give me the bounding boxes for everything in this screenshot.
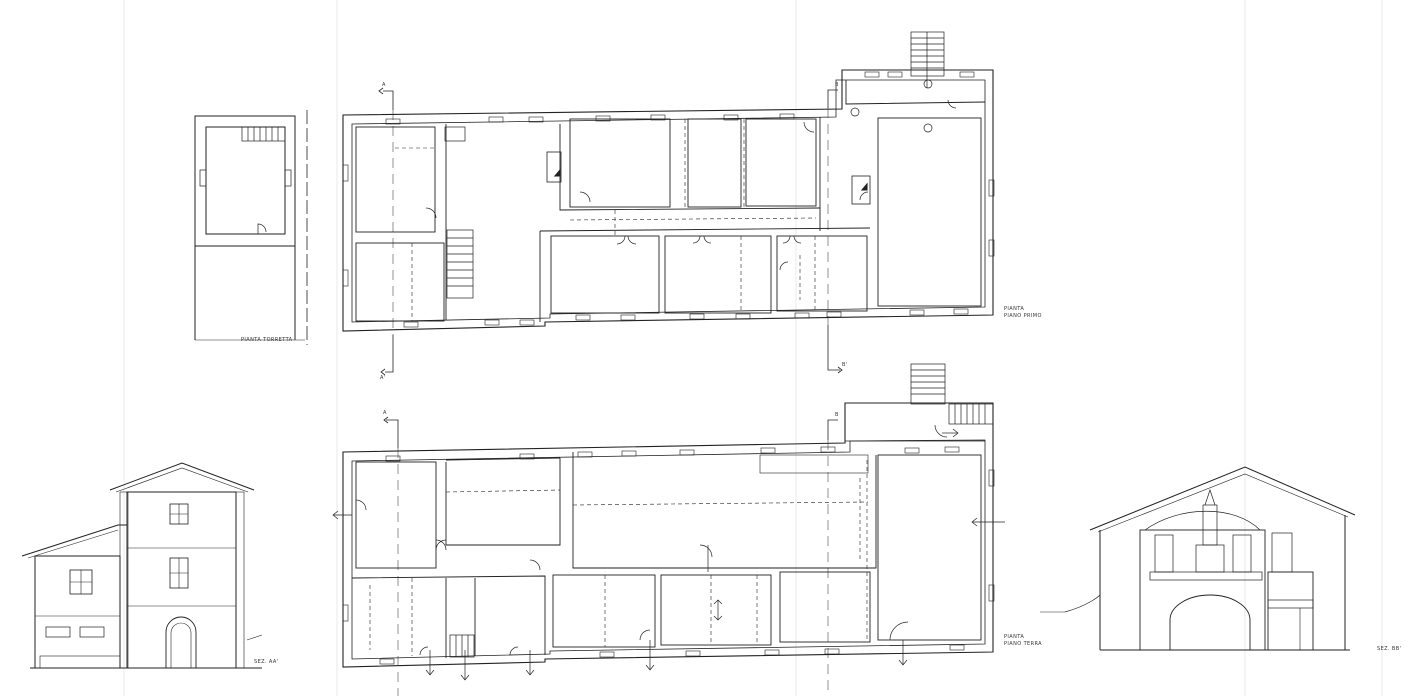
section-bb bbox=[1040, 466, 1356, 651]
turret-stair bbox=[241, 126, 286, 142]
section-mark-a-top: A bbox=[382, 82, 386, 88]
turret-plan bbox=[194, 110, 308, 345]
paper-guide-lines bbox=[123, 0, 1383, 696]
ground-floor-top-stair bbox=[910, 363, 994, 425]
section-mark-b-ground: B bbox=[835, 412, 839, 418]
first-floor-interior-stair bbox=[444, 126, 474, 299]
first-floor-plan-label-line1: PIANTA bbox=[1004, 306, 1025, 312]
section-aa-label: SEZ. AA' bbox=[254, 659, 279, 665]
first-floor-windows bbox=[342, 71, 995, 328]
section-mark-b-top: B bbox=[835, 82, 839, 88]
first-floor-plan-label-line2: PIANO PRIMO bbox=[1004, 312, 1042, 319]
section-mark-a-ground: A bbox=[383, 410, 387, 416]
first-floor-top-stair bbox=[910, 31, 945, 88]
ground-floor-plan-label-line1: PIANTA bbox=[1004, 634, 1025, 640]
section-mark-a-prime: A' bbox=[380, 375, 386, 381]
ground-floor-plan bbox=[332, 363, 1005, 681]
ground-floor-entrance-arrows bbox=[332, 428, 1005, 681]
first-floor-doors bbox=[425, 99, 957, 271]
first-floor-section-markers bbox=[378, 87, 843, 376]
first-floor-plan-label: PIANTA PIANO PRIMO bbox=[1004, 306, 1042, 319]
ground-floor-plan-label-line2: PIANO TERRA bbox=[1004, 640, 1042, 647]
turret-plan-label: PIANTA TORRETTA bbox=[241, 337, 293, 343]
section-aa bbox=[21, 462, 263, 669]
section-bb-label: SEZ. BB' bbox=[1377, 646, 1402, 652]
ground-floor-plan-label: PIANTA PIANO TERRA bbox=[1004, 634, 1042, 647]
section-mark-b-prime: B' bbox=[842, 362, 848, 368]
ground-floor-section-markers bbox=[383, 416, 838, 696]
ground-floor-doors bbox=[355, 424, 948, 656]
ground-floor-windows bbox=[342, 446, 995, 665]
first-floor-plan bbox=[342, 31, 995, 332]
